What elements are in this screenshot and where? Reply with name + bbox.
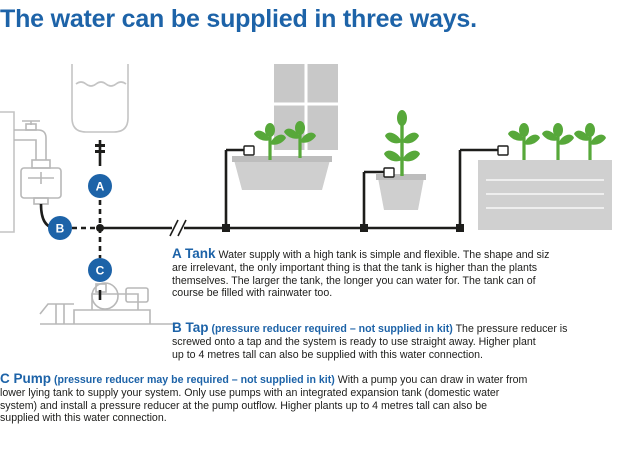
tank-line-2: are irrelevant, the only important thing… (172, 261, 538, 274)
svg-text:C: C (96, 264, 105, 278)
raised-bed-icon (478, 160, 612, 230)
tank-line-3: themselves. The larger the tank, the lon… (172, 274, 536, 287)
pump-icon (39, 282, 176, 325)
optional-pipes (72, 200, 102, 258)
pump-line-2: lower lying tank to supply your system. … (0, 386, 500, 399)
badge-a: A (88, 174, 112, 198)
tap-heading: B Tap (172, 322, 209, 335)
svg-text:B: B (56, 222, 65, 236)
plants-raised-bed (506, 121, 608, 162)
tap-note: (pressure reducer required – not supplie… (211, 323, 453, 335)
pump-line-4: supplied with this water connection. (0, 412, 167, 425)
tap-line-1: B Tap (pressure reducer required – not s… (172, 322, 568, 335)
dripper-icons (243, 145, 509, 178)
tap-line-2: screwed onto a tap and the system is rea… (172, 335, 536, 348)
pump-line-3: system) and install a pressure reducer a… (0, 399, 487, 412)
pressure-reducer-icon (20, 159, 62, 205)
page-title: The water can be supplied in three ways. (0, 5, 477, 33)
badge-b: B (48, 216, 72, 240)
pump-line-1: C Pump (pressure reducer may be required… (0, 373, 528, 386)
tank-line-1: A Tank Water supply with a high tank is … (172, 248, 550, 261)
pipe-break-mark (169, 219, 187, 237)
tank-description: A Tank Water supply with a high tank is … (172, 248, 620, 300)
svg-text:A: A (96, 180, 105, 194)
water-tank-icon (71, 64, 129, 133)
pump-heading: C Pump (0, 373, 52, 386)
plant-pot-plant (382, 108, 422, 178)
plant-pot-icon (376, 174, 426, 210)
pump-note: (pressure reducer may be required – not … (53, 374, 335, 386)
tap-description: B Tap (pressure reducer required – not s… (172, 322, 620, 361)
tap-icon (14, 120, 47, 160)
pump-description: C Pump (pressure reducer may be required… (0, 373, 620, 425)
wall-outline (0, 111, 15, 233)
badge-c: C (88, 258, 112, 282)
pipe-fittings (95, 144, 464, 232)
tap-line-3: up to 4 metres tall can also be supplied… (172, 348, 483, 361)
window-planter-icon (232, 156, 332, 190)
tank-line-4: course be filled with rainwater too. (172, 287, 333, 300)
tank-heading: A Tank (172, 248, 216, 261)
